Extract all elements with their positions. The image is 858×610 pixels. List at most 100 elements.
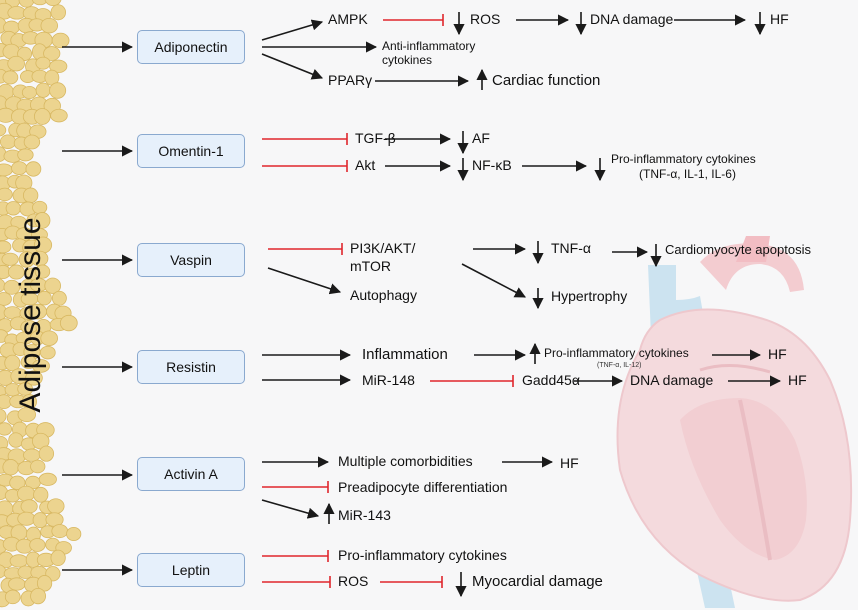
label-autophagy: Autophagy: [350, 287, 417, 303]
label-gadd45a: Gadd45α: [522, 372, 580, 388]
fat-cell: [17, 382, 34, 396]
label-af: AF: [472, 130, 490, 146]
label-cardiomyocyte-apoptosis: Cardiomyocyte apoptosis: [665, 242, 811, 257]
label-anti-inflammatory: Anti-inflammatory: [382, 39, 476, 53]
aorta-shape: [700, 243, 804, 292]
heart-valve-shape: [699, 363, 771, 374]
fat-cell: [0, 422, 13, 436]
adipose-tissue-label: Adipose tissue: [14, 217, 47, 413]
fat-cell: [49, 59, 68, 74]
label-dna-damage-2: DNA damage: [630, 372, 714, 388]
fat-cell: [23, 134, 41, 150]
label-proinflammatory-1: Pro-inflammatory cytokines: [611, 152, 756, 166]
fat-cell: [7, 264, 25, 280]
fat-cell: [66, 526, 82, 542]
arrow-adiponectin-ampk: [261, 19, 324, 41]
fat-cell: [17, 148, 34, 162]
label-ppar: PPARγ: [328, 72, 373, 88]
label-hf: HF: [770, 11, 789, 27]
label-akt: Akt: [355, 157, 376, 173]
fat-cell: [7, 55, 25, 72]
fat-cell: [2, 70, 19, 85]
label-mir148: MiR-148: [362, 372, 415, 388]
omentin-box: Omentin-1: [137, 134, 245, 168]
label-pi3k: PI3K/AKT/: [350, 240, 416, 256]
label-ampk: AMPK: [328, 11, 368, 27]
label-inflammation: Inflammation: [362, 346, 448, 363]
arrow-pi3k-hypertrophy: [461, 263, 526, 298]
label-nfkb: NF-κB: [472, 157, 512, 173]
fat-cell: [33, 486, 49, 503]
fat-cell: [31, 0, 49, 6]
label-hf-2: HF: [768, 346, 787, 362]
fat-cell: [30, 459, 46, 474]
adiponectin-box: Adiponectin: [137, 30, 245, 64]
fat-cell: [29, 538, 46, 552]
label-hf-3: HF: [788, 372, 807, 388]
label-preadipocyte-differentiation: Preadipocyte differentiation: [338, 479, 508, 495]
activin-box: Activin A: [137, 457, 245, 491]
fat-cell: [34, 264, 51, 279]
label-proinflammatory-2: Pro-inflammatory cytokines: [544, 346, 689, 360]
fat-cell: [30, 587, 47, 605]
label-ros-2: ROS: [338, 573, 369, 589]
fat-cell: [18, 0, 35, 8]
label-proinflammatory-1-detail: (TNF-α, IL-1, IL-6): [639, 167, 736, 181]
fat-cell: [39, 345, 56, 360]
fat-cell: [33, 108, 51, 125]
label-dna-damage: DNA damage: [590, 11, 674, 27]
fat-cell: [0, 435, 9, 452]
fat-cell: [51, 290, 67, 306]
fat-cell: [35, 56, 51, 70]
fat-cell: [49, 82, 67, 99]
label-tgf: TGF-β: [355, 130, 396, 146]
fat-cell: [44, 0, 62, 7]
fat-cell: [1, 252, 19, 266]
label-hypertrophy: Hypertrophy: [551, 288, 628, 304]
fat-cell: [4, 354, 21, 372]
fat-cell: [0, 408, 7, 424]
fat-cell: [50, 108, 68, 123]
fat-cell: [50, 4, 66, 21]
heart-septum-shape: [738, 399, 772, 561]
label-mtor: mTOR: [350, 258, 391, 274]
label-mir143: MiR-143: [338, 507, 391, 523]
fat-cell: [40, 330, 58, 347]
fat-cell: [50, 549, 66, 567]
leptin-box: Leptin: [137, 553, 245, 587]
label-anti-inflammatory-cytokines: cytokines: [382, 53, 433, 67]
arrow-adiponectin-ppar: [261, 53, 324, 80]
resistin-box: Resistin: [137, 350, 245, 384]
pulmonary-vessel-shape: [736, 236, 770, 262]
fat-cell: [36, 575, 53, 592]
fat-cell: [38, 472, 57, 486]
fat-cell: [0, 123, 7, 137]
fat-cell: [38, 445, 55, 462]
fat-cell: [44, 277, 62, 294]
fat-cell: [9, 475, 26, 490]
label-tnf: TNF-α: [551, 240, 591, 256]
fat-cell: [43, 46, 61, 61]
fat-cell: [0, 292, 12, 306]
label-multiple-comorbidities: Multiple comorbidities: [338, 453, 473, 469]
fat-cell: [17, 407, 37, 423]
label-proinflammatory-3: Pro-inflammatory cytokines: [338, 547, 507, 563]
fat-cell: [51, 32, 70, 49]
fat-cell: [32, 359, 50, 373]
arrow-activin-mir143: [261, 499, 320, 519]
fat-cell: [4, 589, 21, 605]
vaspin-box: Vaspin: [137, 243, 245, 277]
fat-cell: [34, 212, 51, 229]
fat-cell: [25, 161, 42, 177]
label-myocardial-damage: Myocardial damage: [472, 573, 603, 590]
label-ros: ROS: [470, 11, 501, 27]
fat-cell: [59, 314, 78, 332]
arrow-vaspin-autophagy: [267, 267, 342, 295]
fat-cell: [40, 17, 59, 34]
heart-inner-chamber-shape: [680, 398, 807, 560]
label-cardiac-function: Cardiac function: [492, 72, 601, 89]
label-proinflammatory-2-detail: (TNF-α, IL-12): [597, 362, 642, 369]
